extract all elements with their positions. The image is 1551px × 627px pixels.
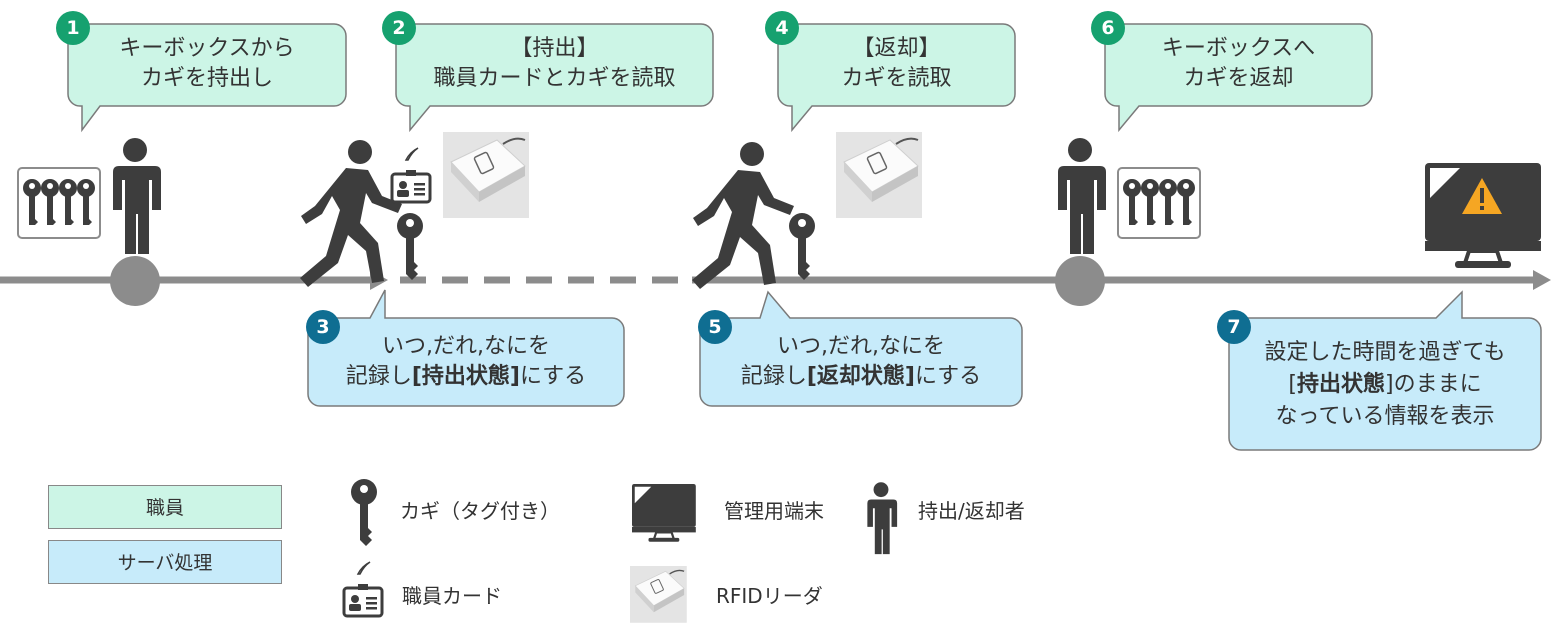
bubble-step-2: 【持出】 職員カードとカギを読取 <box>396 24 713 106</box>
step-3-line-1: いつ,だれ,なにを <box>382 334 550 359</box>
staff-card-icon <box>390 146 432 204</box>
step-4-line-2: カギを読取 <box>841 66 952 91</box>
person-icon <box>1058 138 1106 254</box>
step-3-line-2: 記録し[持出状態]にする <box>308 362 624 391</box>
step-7-line-3: なっている情報を表示 <box>1275 404 1495 429</box>
keybox-icon <box>1118 168 1200 238</box>
step-1-line-1: キーボックスから <box>119 36 295 61</box>
timeline-node-return <box>1055 256 1105 306</box>
step-4-line-1: 【返却】 <box>852 36 941 61</box>
legend-terminal-label: 管理用端末 <box>724 499 824 523</box>
key-icon <box>397 213 423 280</box>
legend-server: サーバ処理 <box>48 540 282 584</box>
rfid-reader-icon <box>835 131 923 219</box>
step-7-line-2: [持出状態]のままに <box>1288 372 1482 397</box>
step-5-status: [返却状態] <box>806 364 915 389</box>
legend-reader-label: RFIDリーダ <box>716 584 823 608</box>
step-5-post: にする <box>914 364 982 389</box>
step-6-badge: 6 <box>1091 11 1125 45</box>
step-6-line-2: カギを返却 <box>1183 66 1294 91</box>
step-3-status: [持出状態] <box>411 364 520 389</box>
legend-person-label: 持出/返却者 <box>918 499 1025 523</box>
person-icon <box>113 138 161 254</box>
step-7-badge: 7 <box>1217 310 1251 344</box>
step-2-line-1: 【持出】 <box>510 36 599 61</box>
legend-person-icon <box>867 482 898 555</box>
legend-card-label: 職員カード <box>402 584 502 608</box>
step-2-badge: 2 <box>382 11 416 45</box>
step-6-line-1: キーボックスへ <box>1161 36 1316 61</box>
step-4-badge: 4 <box>765 11 799 45</box>
bubble-step-7: 設定した時間を過ぎても [持出状態]のままに なっている情報を表示 <box>1229 318 1541 450</box>
legend-reader-icon <box>629 565 688 624</box>
bubble-step-6: キーボックスへ カギを返却 <box>1105 24 1372 106</box>
step-5-line-1: いつ,だれ,なにを <box>777 334 945 359</box>
step-2-line-2: 職員カードとカギを読取 <box>433 66 676 91</box>
step-5-line-2: 記録し[返却状態]にする <box>700 362 1022 391</box>
walking-person-icon <box>300 140 402 287</box>
timeline-node-start <box>110 256 160 306</box>
step-3-post: にする <box>519 364 587 389</box>
bubble-step-5: いつ,だれ,なにを 記録し[返却状態]にする <box>700 318 1022 406</box>
step-7-post: のままに <box>1393 372 1482 397</box>
step-1-line-2: カギを持出し <box>140 66 273 91</box>
bubble-step-3: いつ,だれ,なにを 記録し[持出状態]にする <box>308 318 624 406</box>
monitor-warning-icon <box>1423 161 1543 270</box>
legend-staff: 職員 <box>48 485 282 529</box>
step-5-badge: 5 <box>698 310 732 344</box>
legend-monitor-icon <box>630 482 697 543</box>
walking-person-icon <box>692 142 794 289</box>
step-3-pre: 記録し <box>345 364 412 389</box>
rfid-reader-icon <box>442 131 530 219</box>
bubble-step-4: 【返却】 カギを読取 <box>778 24 1015 106</box>
step-7-status: 持出状態 <box>1296 372 1385 397</box>
step-5-pre: 記録し <box>740 364 807 389</box>
legend-key-label: カギ（タグ付き） <box>400 499 560 523</box>
step-7-line-1: 設定した時間を過ぎても <box>1264 340 1506 365</box>
step-1-badge: 1 <box>56 11 90 45</box>
legend-key-icon <box>351 479 377 546</box>
step-3-badge: 3 <box>306 310 340 344</box>
legend-card-icon <box>342 560 384 618</box>
bubble-step-1: キーボックスから カギを持出し <box>68 24 346 106</box>
key-icon <box>789 213 815 280</box>
keybox-icon <box>18 168 100 238</box>
